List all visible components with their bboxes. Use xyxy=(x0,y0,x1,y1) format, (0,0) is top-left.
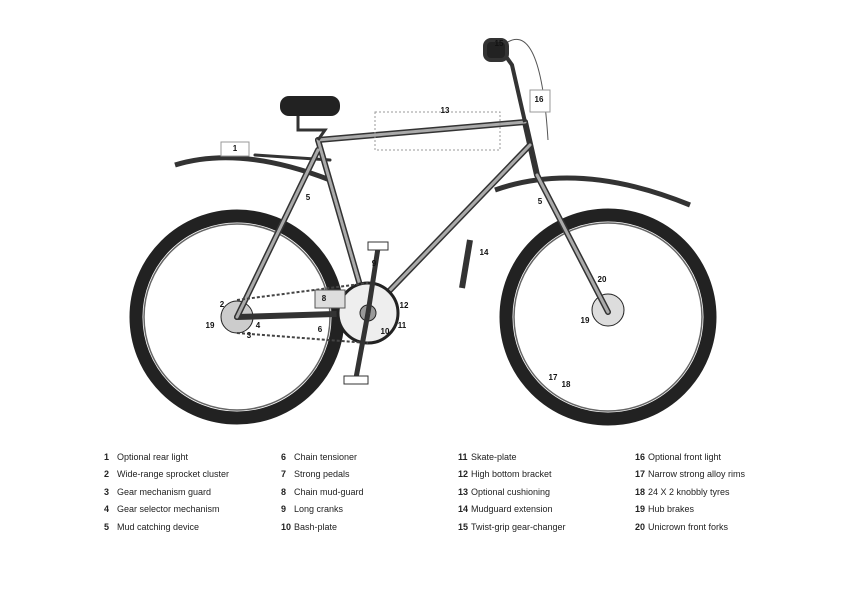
callout-number: 16 xyxy=(535,95,544,104)
legend-item: 4 Gear selector mechanism xyxy=(104,503,281,516)
legend-number: 1 xyxy=(104,451,110,462)
legend-number: 7 xyxy=(281,469,287,479)
legend-text: Mudguard extension xyxy=(471,504,553,514)
legend-number: 11 xyxy=(458,451,468,462)
legend-item: 9 Long cranks xyxy=(281,503,458,516)
callout-number: 8 xyxy=(322,294,327,303)
callout-number: 5 xyxy=(538,197,543,206)
drivetrain xyxy=(236,241,400,385)
legend-text: Hub brakes xyxy=(648,504,695,514)
legend-text: Skate-plate xyxy=(471,451,517,462)
callout-number: 5 xyxy=(306,193,311,202)
legend-number: 10 xyxy=(281,521,292,532)
legend-text: Optional front light xyxy=(648,451,722,462)
handlebar xyxy=(483,38,551,141)
callout-number: 9 xyxy=(372,259,377,268)
callout-number: 13 xyxy=(441,106,450,115)
legend-number: 20 xyxy=(635,521,646,532)
legend-item: 8 Chain mud-guard xyxy=(281,485,458,498)
legend-number: 5 xyxy=(104,521,110,532)
legend-text: Twist-grip gear-changer xyxy=(471,521,566,532)
legend-item: 1 Optional rear light xyxy=(104,450,281,463)
frame-fill xyxy=(235,120,610,319)
legend-text: Optional rear light xyxy=(117,451,189,462)
legend-text: Strong pedals xyxy=(294,469,350,479)
legend-number: 19 xyxy=(635,504,646,514)
legend-text: Optional cushioning xyxy=(471,486,551,497)
legend-text: Bash-plate xyxy=(294,521,338,532)
callout-number: 10 xyxy=(381,327,390,336)
legend-text: High bottom bracket xyxy=(471,469,552,479)
callout-number: 4 xyxy=(256,321,261,330)
callout-number: 19 xyxy=(581,316,590,325)
legend-text: Gear mechanism guard xyxy=(117,486,212,497)
legend-number: 16 xyxy=(635,451,646,462)
legend-number: 4 xyxy=(104,504,110,514)
callout-number: 3 xyxy=(247,331,252,340)
legend-number: 2 xyxy=(104,469,110,479)
legend-number: 14 xyxy=(458,504,469,514)
legend-number: 18 xyxy=(635,486,646,497)
legend-number: 3 xyxy=(104,486,110,497)
callout-number: 11 xyxy=(398,321,407,330)
legend-text: 24 X 2 knobbly tyres xyxy=(648,486,730,497)
front-wheel xyxy=(499,208,717,426)
legend-number: 13 xyxy=(458,486,469,497)
legend-item: 3 Gear mechanism guard xyxy=(104,485,281,498)
callout-number: 17 xyxy=(549,373,558,382)
legend-number: 8 xyxy=(281,486,287,497)
seat xyxy=(280,96,340,141)
legend-number: 12 xyxy=(458,469,469,479)
callout-number: 12 xyxy=(400,301,409,310)
legend-text: Chain tensioner xyxy=(294,451,358,462)
legend-text: Gear selector mechanism xyxy=(117,504,220,514)
legend-number: 15 xyxy=(458,521,469,532)
callout-number: 6 xyxy=(318,325,323,334)
callout-number: 20 xyxy=(598,275,607,284)
legend-text: Mud catching device xyxy=(117,521,200,532)
callout-number: 2 xyxy=(220,300,225,309)
legend-text: Narrow strong alloy rims xyxy=(648,469,746,479)
legend-item: 6 Chain tensioner xyxy=(281,450,458,463)
legend-text: Long cranks xyxy=(294,504,344,514)
legend-text: Chain mud-guard xyxy=(294,486,364,497)
legend-number: 17 xyxy=(635,469,646,479)
legend-text: Wide-range sprocket cluster xyxy=(117,469,230,479)
callout-number: 14 xyxy=(480,248,489,257)
legend-item: 5 Mud catching device xyxy=(104,520,281,533)
legend-number: 6 xyxy=(281,451,287,462)
callout-number: 15 xyxy=(495,39,504,48)
callout-number: 18 xyxy=(562,380,571,389)
legend-number: 9 xyxy=(281,504,287,514)
legend-text: Unicrown front forks xyxy=(648,521,729,532)
callout-number: 1 xyxy=(233,144,238,153)
legend-item: 2 Wide-range sprocket cluster xyxy=(104,468,281,481)
legend-item: 7 Strong pedals xyxy=(281,468,458,481)
frame xyxy=(234,119,611,320)
callout-number: 19 xyxy=(206,321,215,330)
